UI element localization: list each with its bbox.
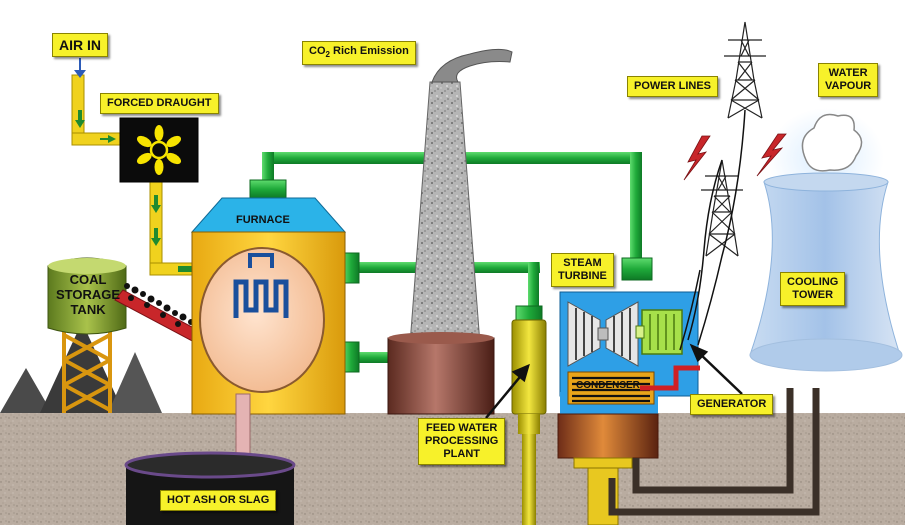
co2-prefix: CO — [309, 45, 326, 57]
label-power-lines: POWER LINES — [627, 76, 719, 97]
water-vapour-line2: VAPOUR — [825, 80, 872, 92]
label-forced-draught: FORCED DRAUGHT — [100, 93, 219, 114]
transmission-tower-icon — [724, 21, 766, 119]
steam-coil-icon — [233, 253, 289, 318]
water-vapour-line1: WATER — [828, 67, 868, 79]
cooling-line1: COOLING — [787, 276, 839, 288]
cooling-tower — [749, 108, 903, 372]
lightning-bolt-icon — [683, 133, 787, 181]
chimney — [387, 48, 513, 415]
coal-line3: TANK — [70, 302, 106, 317]
label-hot-ash-slag: HOT ASH OR SLAG — [160, 490, 277, 511]
callout-arrows — [485, 343, 743, 419]
label-air-in: AIR IN — [52, 33, 108, 57]
feed-line2: PROCESSING — [425, 435, 499, 447]
coal-storage-tank — [47, 257, 127, 413]
furnace — [190, 197, 347, 415]
co2-suffix: Rich Emission — [329, 45, 409, 57]
turbine-blades-icon — [567, 301, 639, 367]
transmission-tower-icon — [701, 159, 743, 257]
feed-line1: FEED WATER — [426, 422, 498, 434]
fan-icon — [136, 125, 182, 175]
coal-line2: STORAGE — [56, 287, 121, 302]
coolant-pipe — [640, 365, 700, 391]
generator-icon — [635, 309, 683, 355]
label-condenser: CONDENSER — [576, 380, 640, 391]
label-generator: GENERATOR — [690, 394, 774, 415]
ash-pit — [124, 451, 296, 525]
steam-line1: STEAM — [563, 257, 602, 269]
label-co2-emission: CO2 Rich Emission — [302, 41, 416, 66]
coal-line1: COAL — [69, 272, 107, 287]
cooling-water-pipes — [608, 388, 820, 516]
co2-subscript: 2 — [325, 50, 330, 60]
steam-line2: TURBINE — [558, 270, 607, 282]
power-line-wires — [679, 109, 746, 351]
label-furnace: FURNACE — [236, 214, 290, 226]
feed-line3: PLANT — [443, 448, 481, 460]
cooling-line2: TOWER — [792, 289, 834, 301]
